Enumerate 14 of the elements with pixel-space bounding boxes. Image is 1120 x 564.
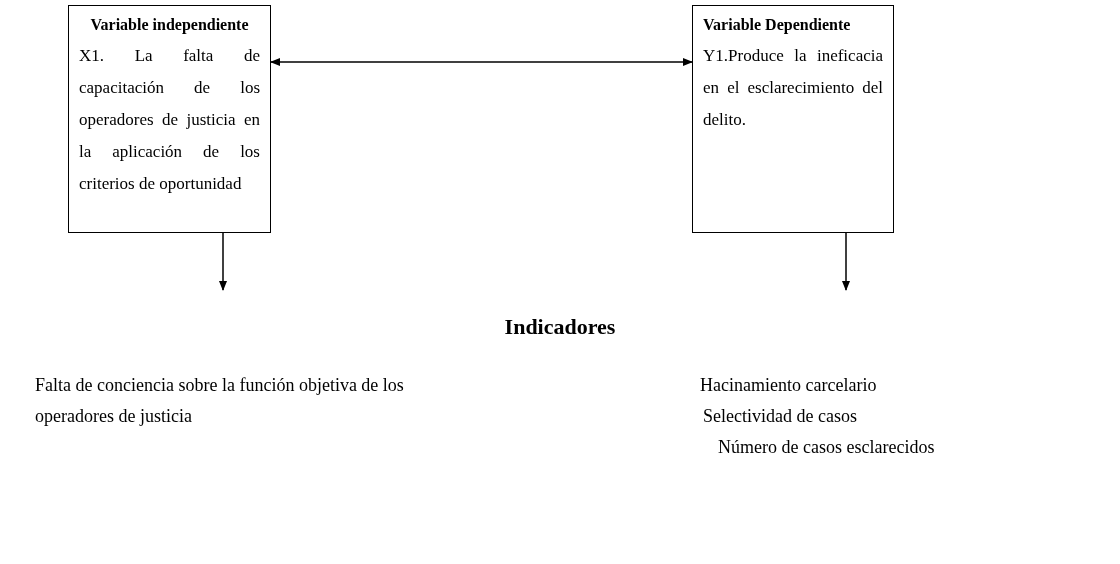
variable-box	[692, 5, 894, 233]
indicator-text: Número de casos esclarecidos	[718, 436, 936, 459]
variable-box	[68, 5, 271, 233]
arrow	[270, 58, 693, 66]
section-heading: Indicadores	[503, 313, 617, 341]
indicator-text: Hacinamiento carcelario	[700, 374, 878, 397]
box-text: X1. La falta de capacitación de los operadores de justicia en la aplicación de los criterios de oportunidad	[79, 45, 260, 195]
arrow	[219, 232, 227, 291]
indicator-text: Falta de conciencia sobre la función objetiva de los operadores de justicia	[35, 374, 405, 428]
indicator-text: Selectividad de casos	[703, 405, 858, 428]
box-heading: Variable independiente	[89, 15, 250, 36]
box-heading: Variable Dependiente	[703, 15, 852, 36]
box-text: Y1.Produce la ineficacia en el esclarecimiento del delito.	[703, 45, 883, 131]
arrow	[842, 232, 850, 291]
